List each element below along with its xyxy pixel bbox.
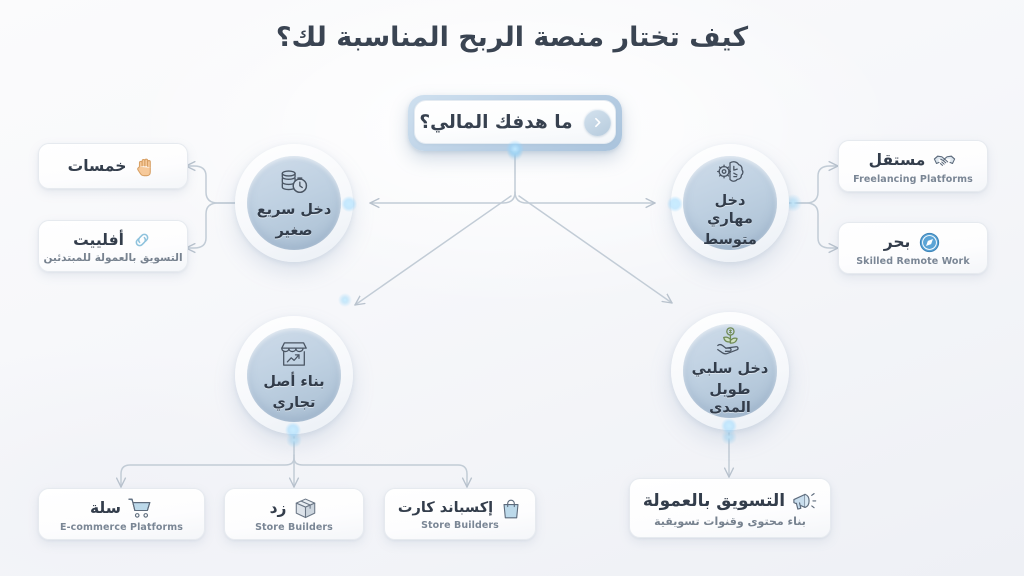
card-title-row: زد xyxy=(270,496,319,521)
node-inner-disc: بناء أصل تجاري xyxy=(247,328,341,422)
chevron-right-circle-icon xyxy=(583,108,611,136)
card-title-row: سلة xyxy=(90,496,153,521)
leaf-card-zid[interactable]: زد Store Builders xyxy=(224,488,364,540)
branch-label-line1: دخل سلبي xyxy=(691,361,769,378)
card-title-row: مستقل xyxy=(869,148,958,173)
shopping-bag-icon xyxy=(500,497,522,519)
root-node-surface: ما هدفك المالي؟ xyxy=(414,100,616,144)
handshake-icon xyxy=(932,148,957,173)
branch-label-line2: طويل المدى xyxy=(709,382,751,416)
card-content: التسويق بالعمولة بناء محتوى وقنوات تسويق… xyxy=(643,489,817,528)
card-title-row: إكسباند كارت xyxy=(398,497,522,519)
leaf-subtitle: Store Builders xyxy=(255,521,333,533)
coins-stopwatch-icon xyxy=(277,165,311,199)
card-content: سلة E-commerce Platforms xyxy=(60,496,183,533)
root-question-node[interactable]: ما هدفك المالي؟ xyxy=(408,95,622,158)
branch-node-passive-income[interactable]: دخل سلبي طويل المدى xyxy=(671,312,789,434)
leaf-card-salla[interactable]: سلة E-commerce Platforms xyxy=(38,488,205,540)
leaf-title: أفلييت xyxy=(73,230,124,249)
shopping-cart-icon xyxy=(128,496,153,521)
card-content: أفلييت التسويق بالعمولة للمبتدئين xyxy=(43,229,182,264)
leaf-title: التسويق بالعمولة xyxy=(642,491,786,511)
megaphone-icon xyxy=(792,489,817,514)
leaf-card-expandcart[interactable]: إكسباند كارت Store Builders xyxy=(384,488,536,540)
branch-label-line1: بناء أصل xyxy=(263,374,325,391)
link-chain-icon xyxy=(131,229,153,251)
raised-hand-icon xyxy=(133,154,158,179)
hand-plant-money-icon xyxy=(713,324,747,358)
leaf-card-affiliate[interactable]: أفلييت التسويق بالعمولة للمبتدئين xyxy=(38,220,188,272)
branch-node-business-asset[interactable]: بناء أصل تجاري xyxy=(235,316,353,438)
leaf-subtitle: بناء محتوى وقنوات تسويقية xyxy=(654,514,806,528)
node-inner-disc: دخل سريع صغير xyxy=(247,156,341,250)
leaf-card-affiliate-marketing[interactable]: التسويق بالعمولة بناء محتوى وقنوات تسويق… xyxy=(629,478,831,538)
package-box-icon xyxy=(293,496,318,521)
root-question-label: ما هدفك المالي؟ xyxy=(419,111,573,133)
brain-gear-icon xyxy=(713,156,747,190)
leaf-card-khamsat[interactable]: خمسات xyxy=(38,143,188,189)
card-title-row: خمسات xyxy=(68,154,159,179)
card-content: مستقل Freelancing Platforms xyxy=(853,148,973,185)
leaf-subtitle: Store Builders xyxy=(421,520,499,531)
card-title-row: التسويق بالعمولة xyxy=(643,489,817,514)
branch-label-line1: دخل سريع xyxy=(256,202,332,219)
leaf-title: مستقل xyxy=(868,151,926,169)
branch-label-line2: تجاري xyxy=(272,395,316,411)
card-content: بحر Skilled Remote Work xyxy=(856,230,970,267)
card-title-row: بحر xyxy=(884,230,943,255)
leaf-title: زد xyxy=(269,499,287,517)
branch-node-quick-small-income[interactable]: دخل سريع صغير xyxy=(235,144,357,262)
leaf-title: سلة xyxy=(90,499,121,517)
compass-icon xyxy=(917,230,942,255)
node-inner-disc: دخل مهاري متوسط xyxy=(683,156,777,250)
leaf-card-mostaql[interactable]: مستقل Freelancing Platforms xyxy=(838,140,988,192)
node-inner-disc: دخل سلبي طويل المدى xyxy=(683,324,777,418)
branch-label-line2: متوسط xyxy=(703,231,757,248)
leaf-card-bahr[interactable]: بحر Skilled Remote Work xyxy=(838,222,988,274)
leaf-title: خمسات xyxy=(67,157,127,175)
card-content: إكسباند كارت Store Builders xyxy=(398,497,522,531)
branch-node-medium-skill-income[interactable]: دخل مهاري متوسط xyxy=(667,144,789,262)
page-title: كيف تختار منصة الربح المناسبة لك؟ xyxy=(275,22,749,53)
branch-label-line1: دخل مهاري xyxy=(707,193,753,228)
leaf-title: بحر xyxy=(883,233,911,251)
card-title-row: أفلييت xyxy=(73,229,153,251)
storefront-chart-icon xyxy=(277,337,311,371)
leaf-title: إكسباند كارت xyxy=(397,500,494,516)
leaf-subtitle: Skilled Remote Work xyxy=(856,255,970,267)
leaf-subtitle: التسويق بالعمولة للمبتدئين xyxy=(43,251,183,264)
leaf-subtitle: Freelancing Platforms xyxy=(853,173,973,185)
leaf-subtitle: E-commerce Platforms xyxy=(60,521,183,533)
card-content: خمسات xyxy=(68,154,159,179)
card-content: زد Store Builders xyxy=(255,496,333,533)
branch-label-line2: صغير xyxy=(275,223,313,239)
